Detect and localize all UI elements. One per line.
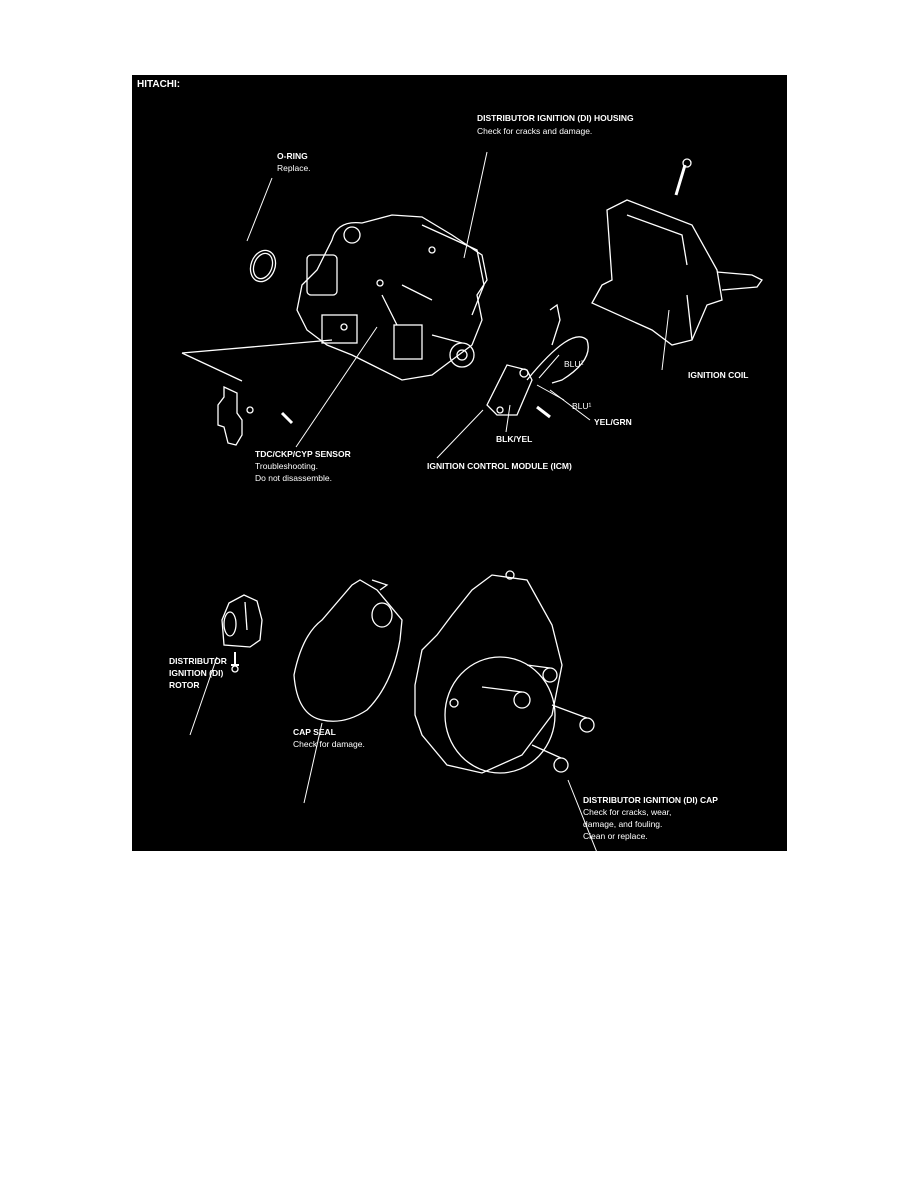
cap-label: DISTRIBUTOR IGNITION (DI) CAP [583, 795, 718, 805]
oring-note: Replace. [277, 163, 311, 173]
cap-note-1: Check for cracks, wear, [583, 807, 672, 817]
blu1-label: BLU¹ [572, 401, 592, 411]
housing-drawing [296, 214, 488, 381]
icm-drawing [486, 303, 589, 419]
housing-label: DISTRIBUTOR IGNITION (DI) HOUSING [477, 113, 634, 123]
cap-note-2: damage, and fouling. [583, 819, 663, 829]
blkyel-label: BLK/YEL [496, 434, 533, 444]
rotor-label-1: DISTRIBUTOR [169, 656, 227, 666]
rotor-drawing [189, 594, 263, 736]
rotor-label-3: ROTOR [169, 680, 200, 690]
icm-label: IGNITION CONTROL MODULE (ICM) [427, 461, 572, 471]
cap-seal-drawing [293, 579, 403, 804]
leader-lines-top [246, 151, 670, 459]
o-ring-drawing [249, 249, 277, 283]
yelgrn-label: YEL/GRN [594, 417, 632, 427]
capseal-note: Check for damage. [293, 739, 365, 749]
capseal-label: CAP SEAL [293, 727, 336, 737]
oring-label: O-RING [277, 151, 308, 161]
sensor-note-2: Do not disassemble. [255, 473, 333, 483]
housing-note: Check for cracks and damage. [477, 126, 593, 136]
line-art [181, 151, 763, 851]
ignition-coil-drawing [591, 158, 763, 346]
coil-label: IGNITION COIL [688, 370, 749, 380]
cap-note-3: Clean or replace. [583, 831, 648, 841]
bracket-drawing [181, 339, 333, 446]
sensor-label: TDC/CKP/CYP SENSOR [255, 449, 351, 459]
distributor-exploded-diagram: HITACHI: DISTRIBUTOR IGNITION (DI) HOUSI… [132, 75, 787, 851]
figure-title: HITACHI: [137, 79, 181, 90]
cap-drawing [414, 570, 597, 851]
sensor-note-1: Troubleshooting. [255, 461, 319, 471]
blu2-label: BLU² [564, 359, 584, 369]
rotor-label-2: IGNITION (DI) [169, 668, 224, 678]
